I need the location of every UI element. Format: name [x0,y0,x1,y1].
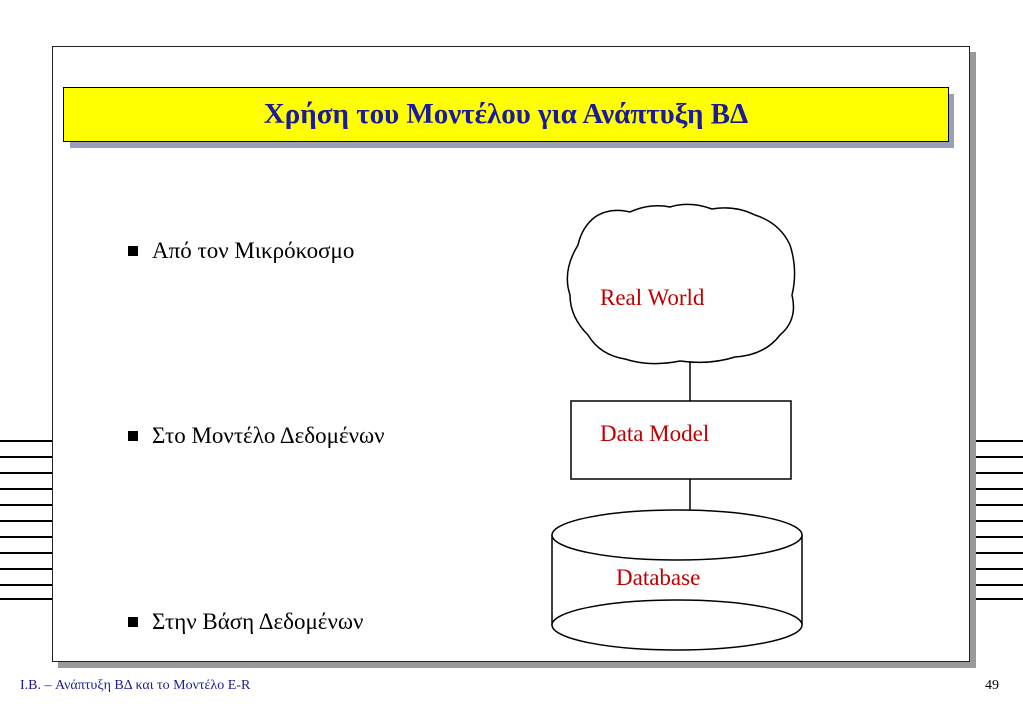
bullet-item: Από τον Μικρόκοσμο [128,238,354,264]
real-world-cloud [566,203,796,365]
square-bullet-icon [128,246,138,256]
database-label: Database [616,565,701,590]
data-model-label: Data Model [600,421,710,446]
slide-frame [52,46,970,662]
title-box: Χρήση του Μοντέλου για Ανάπτυξη ΒΔ [63,87,949,142]
model-diagram: Real World Data Model Database [540,195,820,665]
right-stripes [975,440,1023,600]
square-bullet-icon [128,431,138,441]
cylinder-top [551,509,803,561]
data-model-box [570,400,792,480]
bullet-item: Στο Μοντέλο Δεδομένων [128,423,385,449]
bullet-text: Από τον Μικρόκοσμο [152,238,355,263]
bullet-text: Στην Βάση Δεδομένων [152,609,364,634]
left-stripes [0,440,52,600]
diagram-shapes [551,203,803,651]
footer-caption: I.B. – Ανάπτυξη ΒΔ και το Μοντέλο E-R [20,678,251,693]
bullet-item: Στην Βάση Δεδομένων [128,609,363,635]
bullet-text: Στο Μοντέλο Δεδομένων [152,423,385,448]
square-bullet-icon [128,617,138,627]
slide-title: Χρήση του Μοντέλου για Ανάπτυξη ΒΔ [263,98,749,130]
page-number: 49 [985,678,999,693]
real-world-label: Real World [600,285,705,310]
cylinder-bottom [551,599,803,651]
